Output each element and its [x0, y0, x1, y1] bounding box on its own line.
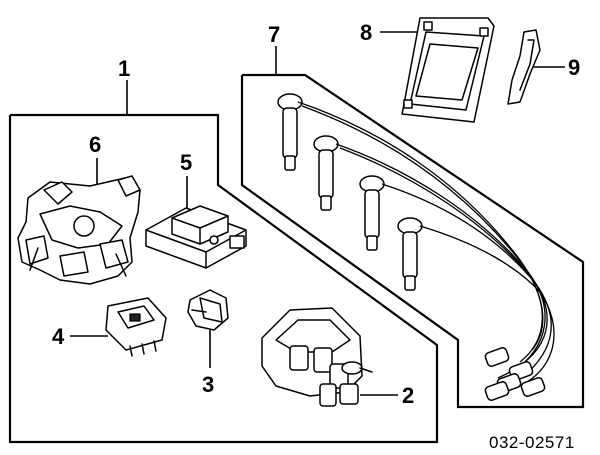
plug-boot-3	[359, 175, 385, 251]
distributor-housing	[17, 175, 141, 285]
distributor-cap	[261, 307, 373, 407]
callout-9: 9	[568, 55, 580, 80]
callout-6: 6	[89, 132, 101, 157]
group-1-frame	[8, 113, 439, 444]
group-7-frame	[240, 73, 585, 409]
ignition-coil	[145, 205, 247, 269]
plug-boot-1	[277, 93, 303, 171]
igniter-unit	[105, 297, 167, 357]
callout-7: 7	[268, 22, 280, 47]
callout-3: 3	[202, 372, 214, 397]
callout-8: 8	[360, 20, 372, 45]
callout-2: 2	[402, 383, 414, 408]
callout-1: 1	[118, 56, 130, 81]
wire-clip	[507, 29, 541, 105]
rotor	[187, 289, 229, 331]
control-module	[401, 17, 495, 123]
plug-boot-2	[313, 135, 339, 211]
callout-4: 4	[52, 324, 65, 349]
callout-5: 5	[180, 150, 192, 175]
diagram-code: 032-02571	[489, 433, 575, 452]
spark-plug-wires	[277, 93, 555, 401]
plug-boot-4	[397, 217, 423, 291]
